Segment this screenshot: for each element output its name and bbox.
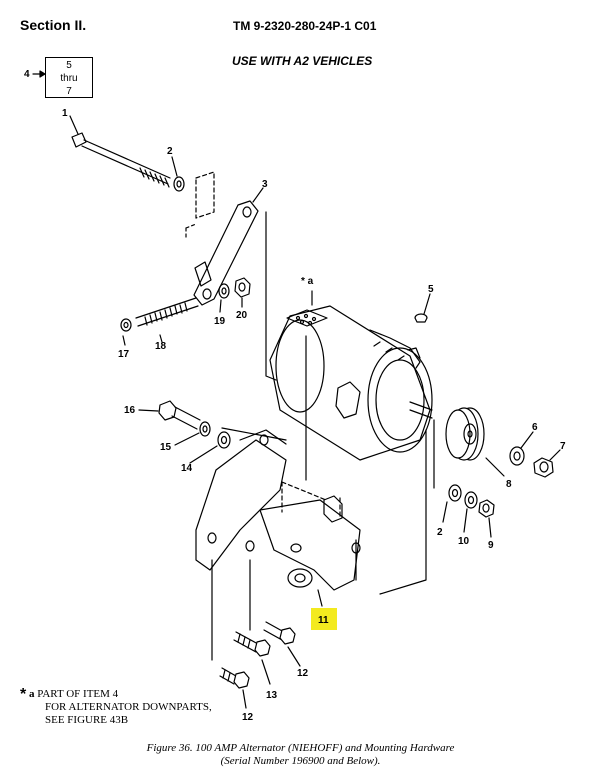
leader-6 bbox=[520, 431, 534, 449]
leader-3 bbox=[252, 187, 264, 203]
reference-range-box: 5 thru 7 bbox=[45, 57, 93, 98]
leader-11 bbox=[317, 589, 323, 607]
woodruff-key bbox=[414, 313, 428, 323]
callout-12a: 12 bbox=[297, 668, 309, 679]
callout-8: 8 bbox=[506, 479, 512, 490]
bolt-12-upper bbox=[233, 631, 271, 657]
bolt-16 bbox=[158, 400, 201, 430]
leader-10 bbox=[463, 508, 468, 533]
footnote: * a PART OF ITEM 4 FOR ALTERNATOR DOWNPA… bbox=[20, 686, 212, 727]
callout-20: 20 bbox=[236, 310, 248, 321]
washer-top bbox=[173, 176, 185, 192]
leader-1 bbox=[69, 115, 79, 135]
washer-6 bbox=[509, 446, 525, 466]
caption-line-2: (Serial Number 196900 and Below). bbox=[220, 755, 381, 767]
callout-19: 19 bbox=[214, 316, 226, 327]
footnote-line-1: PART OF ITEM 4 bbox=[37, 688, 119, 700]
mounting-bracket bbox=[195, 429, 361, 591]
leader-12b bbox=[242, 689, 247, 709]
callout-3: 3 bbox=[262, 179, 268, 190]
hardware-2-10-9 bbox=[448, 484, 495, 518]
leader-12a bbox=[287, 646, 301, 667]
caption-line-1: Figure 36. 100 AMP Alternator (NIEHOFF) … bbox=[146, 742, 455, 754]
leader-15 bbox=[174, 432, 200, 446]
lockwasher-15 bbox=[199, 421, 211, 437]
pulley bbox=[445, 407, 485, 461]
callout-18: 18 bbox=[155, 341, 167, 352]
leader-18 bbox=[159, 334, 163, 343]
footnote-marker: * bbox=[20, 686, 27, 703]
leader-2 bbox=[171, 156, 178, 177]
manual-number: TM 9-2320-280-24P-1 C01 bbox=[233, 19, 377, 33]
leader-16 bbox=[138, 409, 159, 412]
callout-star-a: * a bbox=[301, 276, 314, 287]
callout-10: 10 bbox=[458, 536, 470, 547]
footnote-key: a bbox=[28, 688, 35, 700]
callout-9: 9 bbox=[488, 540, 494, 551]
leader-14 bbox=[189, 445, 218, 464]
assembly-line-b bbox=[221, 427, 287, 441]
callout-15: 15 bbox=[160, 442, 172, 453]
callout-2b: 2 bbox=[437, 527, 443, 538]
leader-2b bbox=[442, 501, 448, 523]
callout-1: 1 bbox=[62, 108, 68, 119]
bolt-12-right bbox=[263, 621, 296, 645]
range-start: 5 bbox=[66, 60, 72, 71]
figure-caption: Figure 36. 100 AMP Alternator (NIEHOFF) … bbox=[0, 742, 601, 768]
washer-nut-19-20 bbox=[218, 277, 251, 299]
callout-12b: 12 bbox=[242, 712, 254, 723]
applicability-note: USE WITH A2 VEHICLES bbox=[232, 54, 373, 68]
highlight-box bbox=[311, 608, 337, 630]
bracket-arm bbox=[193, 200, 259, 306]
callout-13: 13 bbox=[266, 690, 278, 701]
callout-17: 17 bbox=[118, 349, 130, 360]
nut-7 bbox=[533, 457, 554, 478]
footnote-line-2: FOR ALTERNATOR DOWNPARTS, bbox=[45, 701, 212, 713]
leader-19 bbox=[219, 299, 222, 313]
leader-8 bbox=[485, 457, 505, 477]
callout-14: 14 bbox=[181, 463, 193, 474]
reference-arrowhead bbox=[39, 70, 46, 78]
alternator bbox=[269, 305, 433, 461]
reference-item-number: 4 bbox=[24, 69, 30, 80]
range-word: thru bbox=[60, 73, 78, 84]
bolt-12-lower bbox=[219, 667, 250, 689]
range-end: 7 bbox=[66, 86, 72, 97]
dashed-bracket bbox=[195, 171, 215, 219]
washer-14 bbox=[217, 431, 231, 449]
callout-6: 6 bbox=[532, 422, 538, 433]
callout-5: 5 bbox=[428, 284, 434, 295]
callout-11: 11 bbox=[318, 615, 329, 626]
leader-13 bbox=[261, 659, 271, 685]
adjusting-bolt bbox=[120, 297, 199, 332]
dashed-line-spacer bbox=[281, 481, 327, 501]
footnote-line-3: SEE FIGURE 43B bbox=[45, 714, 129, 726]
section-label: Section II. bbox=[20, 17, 87, 33]
callout-2: 2 bbox=[167, 146, 173, 157]
leader-7 bbox=[549, 449, 561, 461]
assembly-line-a bbox=[265, 211, 277, 381]
leader-17 bbox=[122, 335, 126, 346]
assembly-line-d bbox=[379, 429, 427, 595]
leader-5 bbox=[423, 293, 431, 315]
leader-9 bbox=[488, 517, 492, 538]
bolt-long bbox=[71, 132, 171, 188]
callout-16: 16 bbox=[124, 405, 136, 416]
callout-7: 7 bbox=[560, 441, 566, 452]
